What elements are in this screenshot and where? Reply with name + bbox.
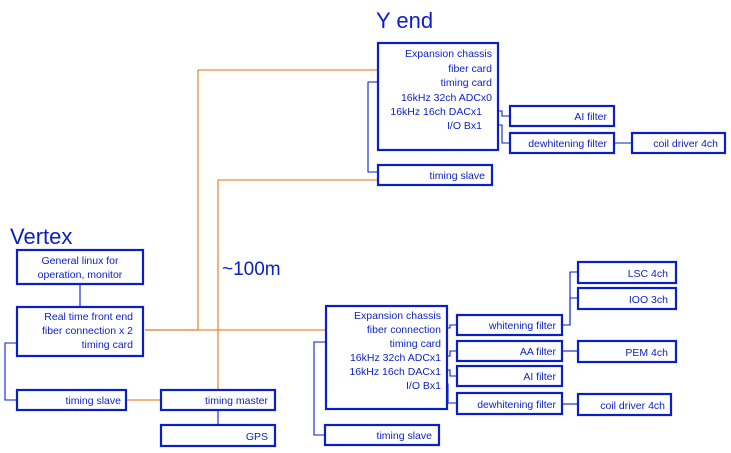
y-coil-driver-text: coil driver 4ch: [653, 138, 718, 150]
x-coil-driver-box: coil driver 4ch: [576, 392, 673, 417]
fiber-link-vertex-yend: [145, 69, 378, 331]
y-end-label: Y end: [376, 8, 433, 33]
vertex-timing-slave-text: timing slave: [66, 395, 122, 407]
x-aa-filter-text: AA filter: [520, 346, 557, 358]
timing-master-box: timing master: [159, 388, 277, 412]
x-aa-filter-box: AA filter: [455, 339, 564, 363]
x-ioo-text: IOO 3ch: [629, 294, 668, 306]
y-io: I/O Bx1: [447, 120, 482, 132]
x-whitening-filter-text: whitening filter: [488, 320, 557, 332]
x-io: I/O Bx1: [406, 380, 441, 392]
y-timing-card: timing card: [441, 77, 493, 89]
x-timing-card: timing card: [390, 338, 442, 350]
x-timing-slave-box: timing slave: [323, 423, 441, 447]
timing-link-master-yend: [217, 179, 378, 390]
y-chassis-title: Expansion chassis: [405, 48, 492, 60]
x-adc: 16kHz 32ch ADCx1: [350, 352, 441, 364]
fiber-links: [126, 69, 378, 401]
rt-line3: timing card: [82, 339, 134, 351]
x-ioo-box: IOO 3ch: [576, 286, 678, 311]
gps-text: GPS: [246, 431, 268, 443]
y-timing-slave-box: timing slave: [376, 163, 494, 187]
rt-line1: Real time front end: [44, 311, 133, 323]
y-dewhitening-filter-box: dewhitening filter: [508, 131, 616, 155]
y-coil-driver-box: coil driver 4ch: [630, 131, 727, 155]
x-ai-filter-text: AI filter: [523, 371, 556, 383]
timing-master-text: timing master: [205, 395, 269, 407]
x-coil-driver-text: coil driver 4ch: [600, 400, 665, 412]
linux-line2: operation, monitor: [38, 269, 123, 281]
x-lsc-text: LSC 4ch: [628, 268, 668, 280]
rt-line2: fiber connection x 2: [42, 325, 133, 337]
x-dac: 16kHz 16ch DACx1: [349, 366, 441, 378]
x-timing-slave-text: timing slave: [377, 430, 433, 442]
y-timing-slave-text: timing slave: [430, 170, 486, 182]
x-fiber-connection: fiber connection: [367, 324, 441, 336]
gps-box: GPS: [159, 423, 277, 448]
y-ai-filter-text: AI filter: [574, 111, 607, 123]
y-ai-filter-box: AI filter: [508, 104, 616, 128]
x-dewhitening-filter-text: dewhitening filter: [477, 399, 556, 411]
vertex-timing-slave-box: timing slave: [15, 388, 128, 412]
x-whitening-filter-box: whitening filter: [455, 313, 564, 337]
y-expansion-chassis-box: Expansion chassis fiber card timing card…: [376, 41, 500, 152]
distance-label: ~100m: [222, 259, 281, 280]
x-expansion-chassis-box: Expansion chassis fiber connection timin…: [324, 304, 449, 411]
linux-line1: General linux for: [41, 255, 119, 267]
x-chassis-title: Expansion chassis: [354, 310, 441, 322]
x-pem-box: PEM 4ch: [576, 339, 678, 364]
x-pem-text: PEM 4ch: [625, 347, 668, 359]
x-dewhitening-filter-box: dewhitening filter: [455, 391, 564, 416]
y-dewhitening-filter-text: dewhitening filter: [528, 138, 607, 150]
y-adc: 16kHz 32ch ADCx0: [401, 92, 492, 104]
realtime-frontend-box: Real time front end fiber connection x 2…: [15, 305, 145, 358]
linux-workstation-box: General linux for operation, monitor: [15, 248, 145, 286]
y-fiber-card: fiber card: [448, 63, 492, 75]
x-ai-filter-box: AI filter: [455, 364, 564, 388]
vertex-label: Vertex: [10, 224, 72, 249]
wire-x-whitening-ioo: [562, 297, 578, 326]
x-lsc-box: LSC 4ch: [576, 260, 678, 285]
y-dac: 16kHz 16ch DACx1: [390, 106, 482, 118]
